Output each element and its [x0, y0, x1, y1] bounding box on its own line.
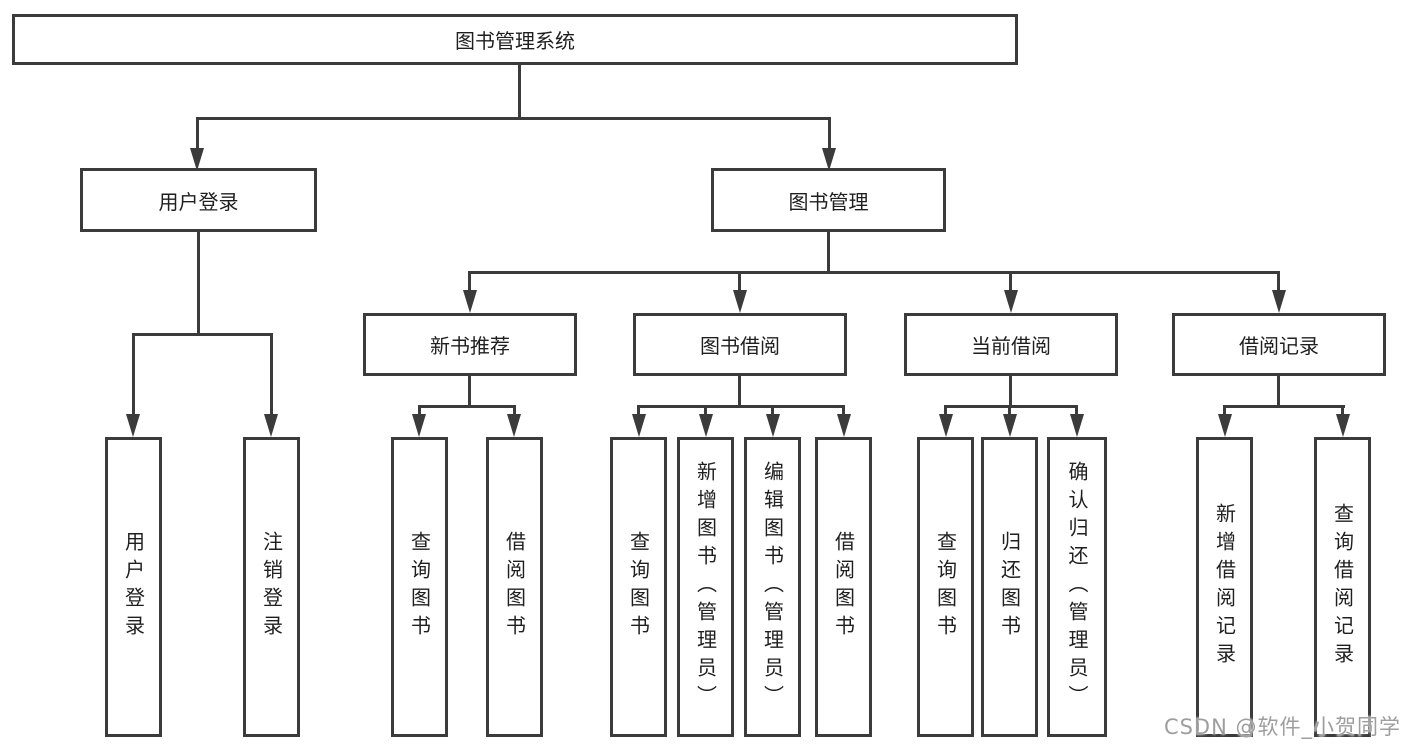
leaf-label: 新增借阅记录 — [1212, 503, 1237, 671]
connector-book-mgmt-bar — [470, 271, 1280, 274]
leaf-label: 借阅图书 — [831, 531, 856, 643]
connector-stub-nr1 — [418, 405, 421, 416]
leaf-label: 查询图书 — [626, 531, 651, 643]
connector-records-drop — [1277, 376, 1280, 407]
arrow-to-user-login — [190, 148, 204, 171]
leaf-borrow-borrow-books: 借阅图书 — [815, 437, 872, 737]
leaf-current-query-books: 查询图书 — [917, 437, 974, 737]
leaf-label: 查询图书 — [933, 531, 958, 643]
connector-stub-user-login — [196, 117, 199, 150]
arrow-to-logout-leaf — [264, 414, 278, 437]
connector-borrow-drop — [738, 376, 741, 407]
node-borrow-records: 借阅记录 — [1172, 313, 1386, 376]
node-current-borrow: 当前借阅 — [904, 313, 1118, 376]
connector-stub-login-leaf — [132, 333, 135, 415]
leaf-current-return-books: 归还图书 — [981, 437, 1038, 737]
connector-stub-bb3 — [771, 405, 774, 416]
leaf-logout: 注销登录 — [243, 437, 300, 737]
leaf-label: 借阅图书 — [502, 531, 527, 643]
arrow-to-nr2 — [507, 414, 521, 437]
connector-stub-br2 — [1341, 405, 1344, 416]
connector-stub-br1 — [1223, 405, 1226, 416]
arrow-to-login-leaf — [126, 414, 140, 437]
arrow-to-cb2 — [1003, 414, 1017, 437]
leaf-label: 确认归还（管理员） — [1065, 461, 1089, 713]
arrow-to-bb2 — [699, 414, 713, 437]
arrow-to-bb3 — [766, 414, 780, 437]
leaf-user-login: 用户登录 — [105, 437, 162, 737]
leaf-newrec-borrow-books: 借阅图书 — [486, 437, 543, 737]
connector-new-rec-drop — [468, 376, 471, 407]
arrow-to-cb1 — [939, 414, 953, 437]
leaf-records-query-record: 查询借阅记录 — [1314, 437, 1371, 737]
node-book-mgmt-system: 图书管理系统 — [12, 14, 1018, 65]
connector-stub-current — [1009, 271, 1012, 293]
node-user-login: 用户登录 — [80, 168, 317, 232]
arrow-to-borrow — [733, 290, 747, 313]
connector-stub-book-mgmt — [828, 117, 831, 150]
node-book-borrow: 图书借阅 — [633, 313, 847, 376]
arrow-to-book-mgmt — [822, 148, 836, 171]
connector-stub-records — [1277, 271, 1280, 293]
node-new-book-rec: 新书推荐 — [363, 313, 577, 376]
connector-stub-bb2 — [704, 405, 707, 416]
connector-records-bar — [1225, 405, 1345, 408]
arrow-to-nr1 — [412, 414, 426, 437]
connector-stub-cb3 — [1075, 405, 1078, 416]
leaf-label: 编辑图书（管理员） — [760, 461, 785, 713]
arrow-to-cb3 — [1070, 414, 1084, 437]
connector-stub-bb4 — [842, 405, 845, 416]
connector-new-rec-bar — [420, 405, 516, 408]
node-book-mgmt: 图书管理 — [711, 168, 946, 232]
connector-stub-bb1 — [637, 405, 640, 416]
arrow-to-new-rec — [463, 290, 477, 313]
connector-current-drop — [1009, 376, 1012, 407]
leaf-label: 归还图书 — [997, 531, 1022, 643]
arrow-to-current — [1004, 290, 1018, 313]
connector-root-bar — [197, 117, 830, 120]
connector-user-login-bar — [133, 333, 273, 336]
leaf-label: 查询图书 — [407, 531, 432, 643]
csdn-watermark: CSDN @软件_小贺同学 — [1163, 715, 1401, 739]
leaf-newrec-query-books: 查询图书 — [391, 437, 448, 737]
leaf-borrow-query-books: 查询图书 — [610, 437, 667, 737]
leaf-borrow-edit-books-admin: 编辑图书（管理员） — [744, 437, 801, 737]
connector-stub-new-rec — [468, 271, 471, 293]
leaf-current-confirm-return-admin: 确认归还（管理员） — [1047, 437, 1107, 737]
connector-root-drop — [518, 65, 521, 118]
connector-stub-nr2 — [513, 405, 516, 416]
leaf-borrow-add-books-admin: 新增图书（管理员） — [677, 437, 734, 737]
leaf-label: 查询借阅记录 — [1330, 503, 1355, 671]
connector-book-mgmt-drop — [827, 232, 830, 273]
connector-stub-borrow — [738, 271, 741, 293]
connector-user-login-drop — [197, 232, 200, 335]
leaf-label: 注销登录 — [259, 531, 284, 643]
arrow-to-br1 — [1218, 414, 1232, 437]
connector-current-bar — [946, 405, 1078, 408]
arrow-to-bb4 — [837, 414, 851, 437]
connector-stub-cb1 — [944, 405, 947, 416]
arrow-to-records — [1272, 290, 1286, 313]
leaf-records-add-record: 新增借阅记录 — [1196, 437, 1253, 737]
connector-stub-cb2 — [1008, 405, 1011, 416]
connector-stub-logout-leaf — [270, 333, 273, 415]
leaf-label: 新增图书（管理员） — [693, 461, 718, 713]
arrow-to-bb1 — [632, 414, 646, 437]
arrow-to-br2 — [1336, 414, 1350, 437]
connector-borrow-bar — [639, 405, 845, 408]
leaf-label: 用户登录 — [121, 531, 146, 643]
